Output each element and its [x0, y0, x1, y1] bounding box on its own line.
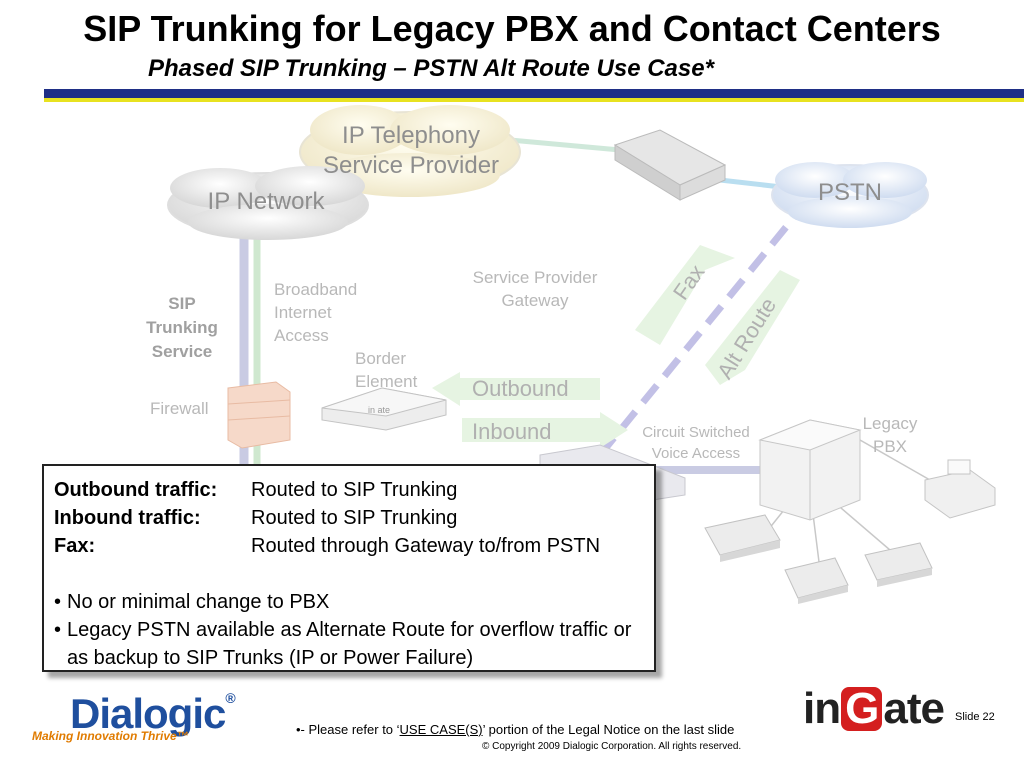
cloud-ip-telephony-line1: IP Telephony	[342, 122, 480, 149]
slide-subtitle: Phased SIP Trunking – PSTN Alt Route Use…	[148, 55, 714, 82]
cloud-pstn-label: PSTN	[817, 179, 882, 206]
legacy-pbx-label: Legacy PBX	[848, 412, 932, 458]
legacy-pbx-shape	[758, 419, 862, 521]
sp-gateway-line1: Service Provider	[472, 268, 598, 287]
link-telephony-gateway	[509, 137, 621, 153]
ingate-logo-g: G	[841, 687, 883, 731]
fax-arrow-shape	[635, 245, 735, 345]
footer-note-suffix: ’ portion of the Legal Notice on the las…	[482, 722, 735, 737]
fax-machine-shape	[924, 459, 996, 519]
bullet-text: No or minimal change to PBX	[67, 591, 330, 613]
circuit-switched-line2: Voice Access	[651, 445, 741, 462]
bullet-dot: •	[54, 591, 62, 613]
footer-legal-note: •- Please refer to ‘USE CASE(S)’ portion…	[296, 722, 734, 737]
phone-1-shape	[704, 514, 781, 562]
bullet-dot: •	[54, 619, 62, 641]
border-element-label: Border Element	[355, 347, 417, 393]
network-diagram	[167, 105, 996, 604]
info-box: Outbound traffic: Routed to SIP Trunking…	[42, 464, 656, 672]
border-element-shape	[321, 387, 447, 431]
cloud-ip-telephony-line2: Service Provider	[322, 152, 500, 179]
copyright: © Copyright 2009 Dialogic Corporation. A…	[482, 741, 742, 752]
info-value: Routed to SIP Trunking	[251, 507, 458, 529]
title-bar-blue	[44, 89, 1024, 98]
info-value: Routed through Gateway to/from PSTN	[251, 535, 601, 557]
title-bar-yellow	[44, 98, 1024, 102]
info-key: Outbound traffic:	[54, 479, 218, 501]
slide-number: Slide 22	[955, 711, 995, 723]
outbound-label: Outbound	[472, 376, 569, 401]
info-row-outbound: Outbound traffic: Routed to SIP Trunking	[54, 476, 654, 504]
inbound-label: Inbound	[472, 419, 552, 444]
ingate-logo-pre: in	[803, 684, 841, 733]
border-element-line2: Element	[355, 372, 418, 391]
legacy-pbx-line1: Legacy	[862, 414, 918, 433]
info-row-fax: Fax: Routed through Gateway to/from PSTN	[54, 532, 654, 560]
use-cases-link[interactable]: USE CASE(S)	[399, 722, 483, 737]
info-key: Inbound traffic:	[54, 507, 201, 529]
info-key: Fax:	[54, 535, 96, 557]
footer-note-prefix: •- Please refer to ‘	[296, 722, 400, 737]
outbound-arrow-shape	[432, 372, 600, 406]
info-bullet: • Legacy PSTN available as Alternate Rou…	[54, 616, 654, 672]
link-pbx-fax	[859, 439, 931, 481]
info-spacer	[54, 560, 654, 588]
dialogic-tagline: Making Innovation Thrive™	[32, 729, 189, 743]
sp-gateway-label: Service Provider Gateway	[455, 266, 615, 312]
circuit-switched-line1: Circuit Switched	[642, 424, 750, 441]
link-alt-route-dashed	[597, 207, 803, 458]
circuit-switched-label: Circuit Switched Voice Access	[632, 422, 760, 464]
inbound-arrow-shape	[462, 412, 628, 448]
broadband-line2: Internet	[274, 303, 332, 322]
cloud-ip-telephony-label: IP Telephony Service Provider	[316, 121, 506, 181]
cloud-ip-network-shape	[167, 166, 369, 240]
info-value: Routed to SIP Trunking	[251, 479, 458, 501]
device-brand-label: in ate	[368, 405, 391, 415]
cloud-ip-network-label: IP Network	[207, 188, 325, 215]
sip-trunking-line3: Service	[151, 342, 213, 361]
broadband-label: Broadband Internet Access	[274, 278, 357, 347]
bullet-text: Legacy PSTN available as Alternate Route…	[67, 619, 632, 669]
cloud-pstn-shape	[771, 162, 929, 228]
broadband-line1: Broadband	[274, 280, 358, 299]
firewall-shape	[227, 381, 291, 449]
phone-2-shape	[784, 557, 849, 604]
phone-3-shape	[864, 542, 933, 587]
broadband-line3: Access	[274, 326, 329, 345]
dialogic-logo-reg: ®	[225, 690, 235, 706]
sip-trunking-label: SIP Trunking Service	[130, 292, 234, 364]
firewall-label: Firewall	[150, 399, 209, 418]
sip-trunking-line1: SIP	[168, 294, 196, 313]
alt-route-arrow-shape	[705, 270, 800, 385]
ingate-logo-post: ate	[883, 684, 945, 733]
gateway-device-shape	[613, 129, 727, 201]
sip-trunking-line2: Trunking	[146, 318, 218, 337]
border-element-line1: Border	[355, 349, 407, 368]
dialogic-logo: Dialogic®	[70, 690, 236, 738]
cloud-ip-telephony-shape	[299, 105, 521, 197]
info-bullet: • No or minimal change to PBX	[54, 588, 654, 616]
slide-title: SIP Trunking for Legacy PBX and Contact …	[83, 8, 941, 49]
legacy-pbx-line2: PBX	[872, 437, 908, 456]
info-row-inbound: Inbound traffic: Routed to SIP Trunking	[54, 504, 654, 532]
dialogic-logo-text: Dialogic	[70, 690, 226, 737]
sp-gateway-line2: Gateway	[501, 291, 569, 310]
